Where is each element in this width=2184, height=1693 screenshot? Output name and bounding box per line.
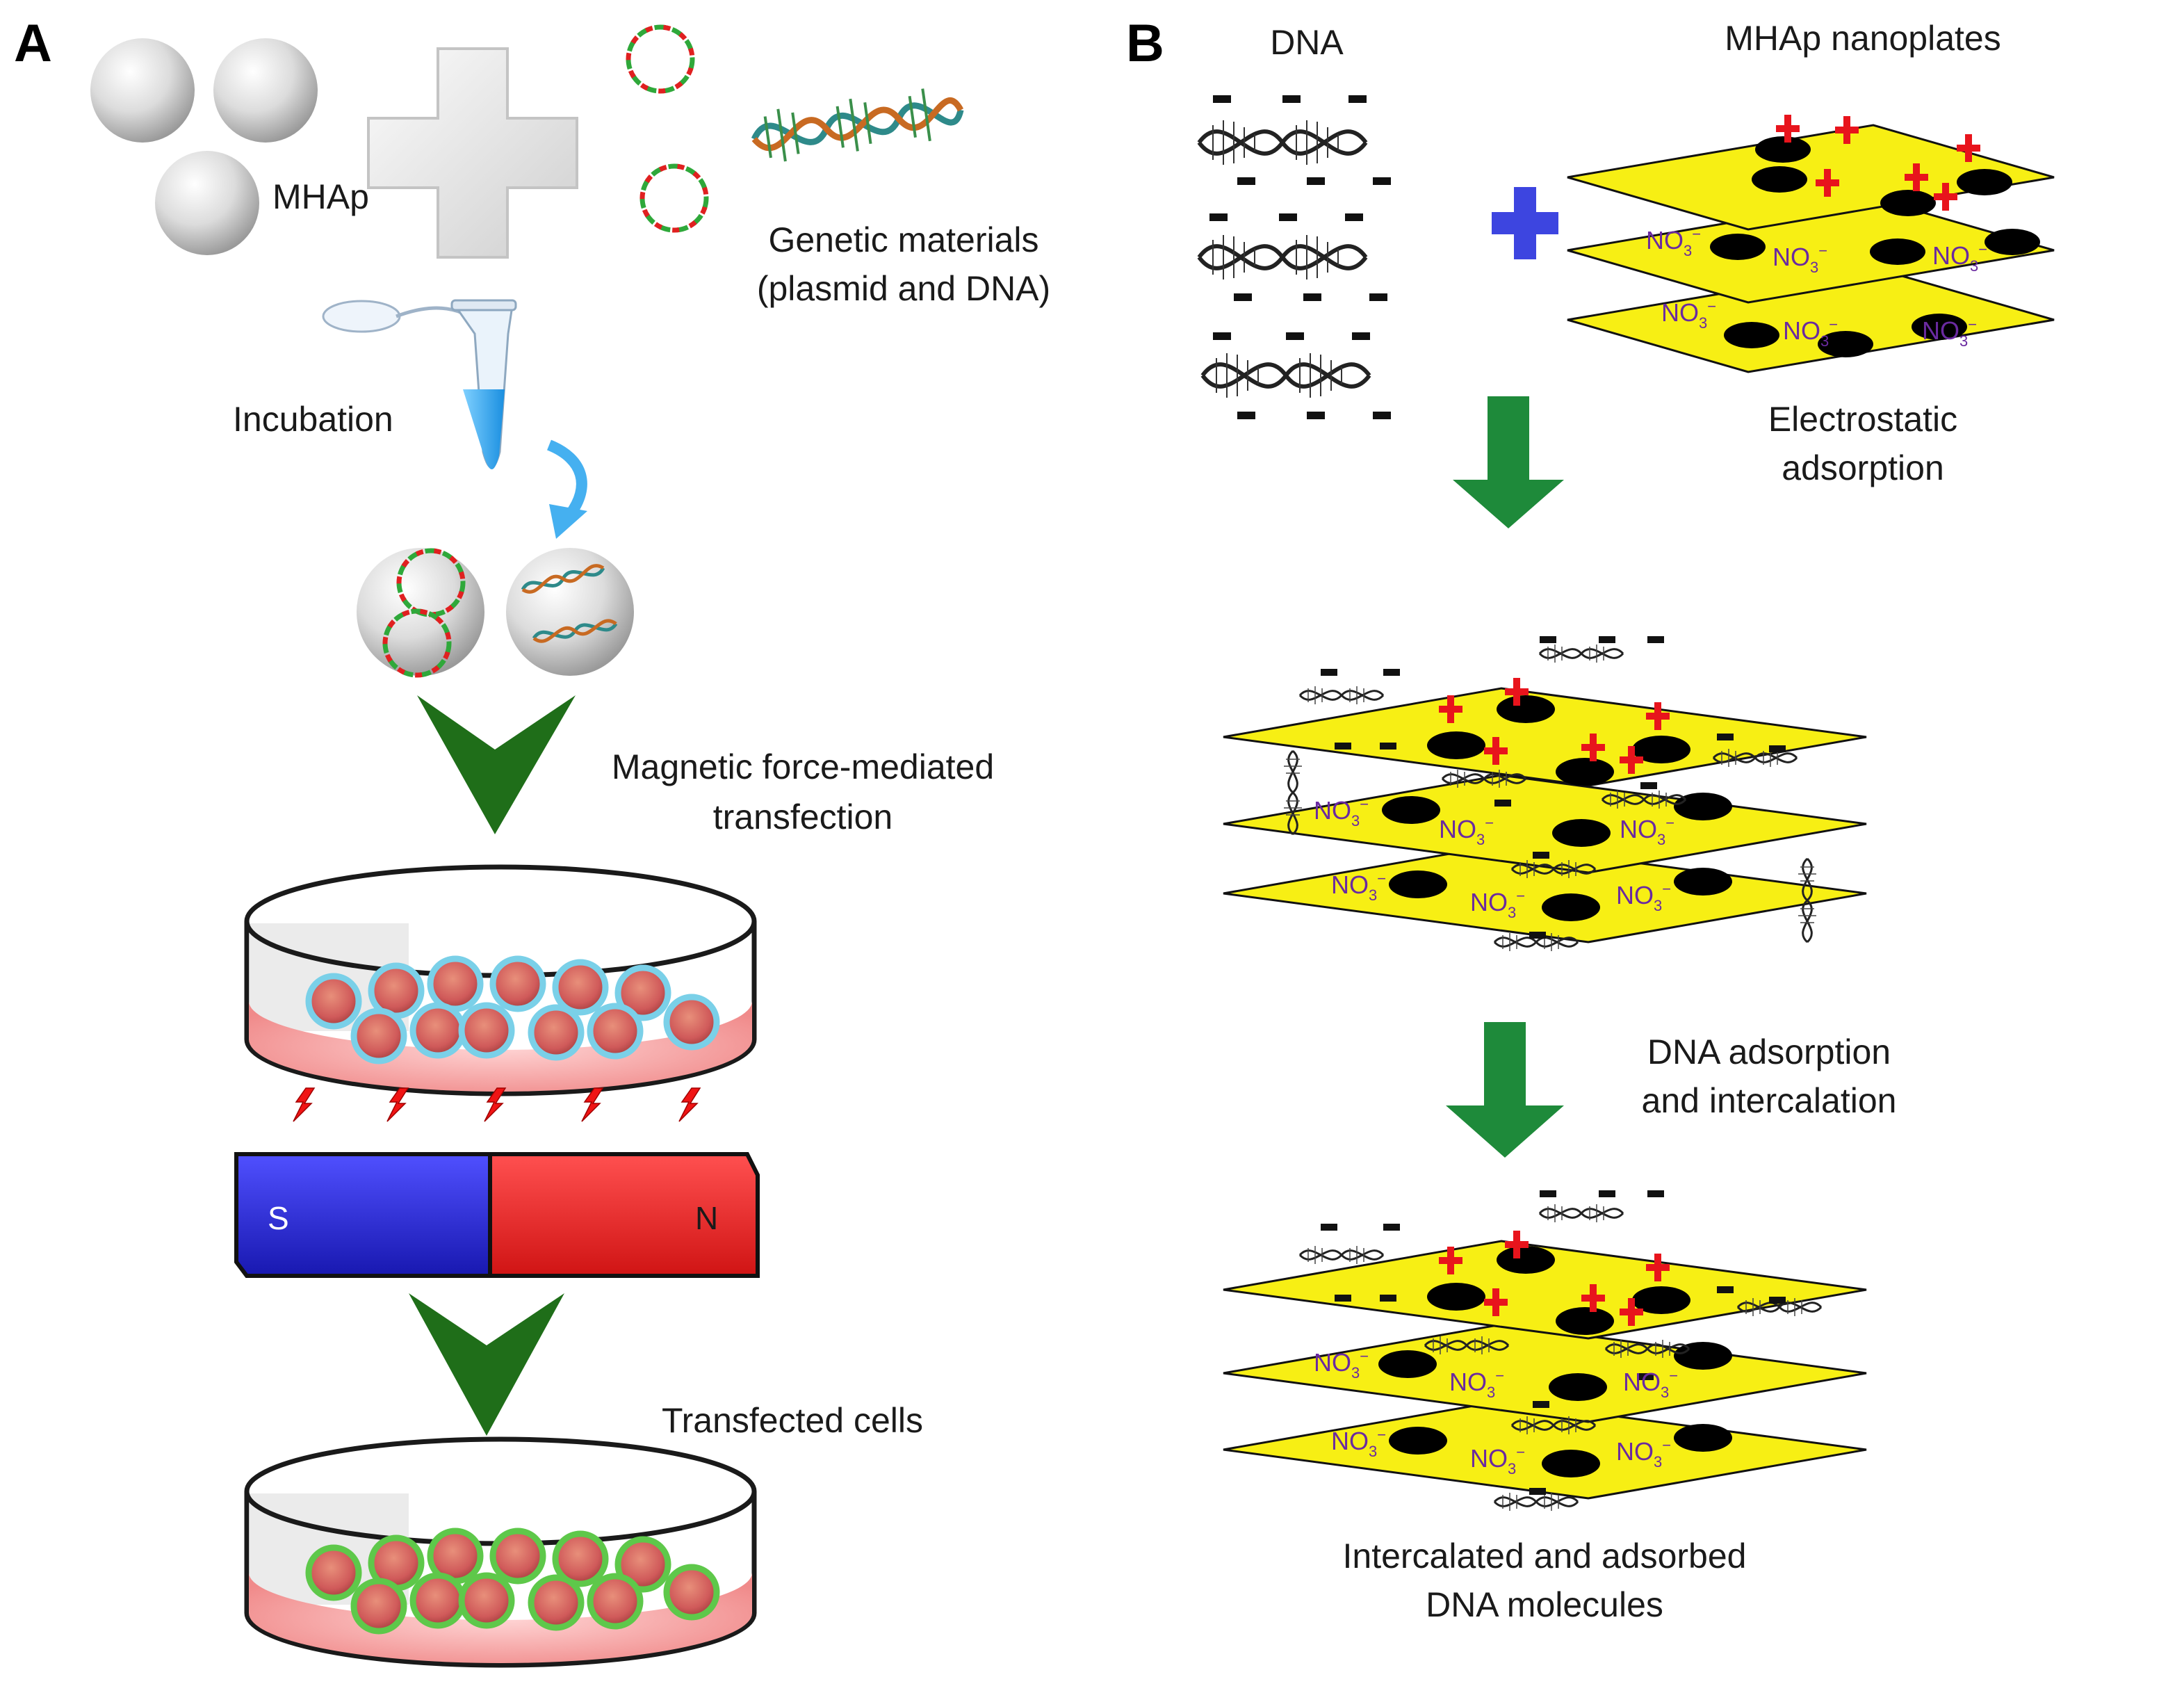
svg-text:NO3−: NO3−	[1470, 887, 1525, 921]
electrostatic-label: Electrostatic	[1768, 400, 1957, 439]
plasmid-icon	[628, 27, 692, 91]
microcentrifuge-tube-icon	[322, 299, 517, 469]
magnet-south-label: S	[268, 1200, 289, 1236]
mix-plus-icon	[367, 47, 578, 259]
svg-text:NO3−: NO3−	[1623, 1367, 1678, 1401]
final-label: Intercalated and adsorbed	[1343, 1537, 1747, 1575]
svg-text:NO3−: NO3−	[1783, 316, 1838, 350]
dna-helix-icon	[751, 88, 964, 162]
svg-text:NO3−: NO3−	[1331, 1426, 1386, 1460]
combine-plus-icon	[1492, 187, 1558, 259]
svg-text:NO3−: NO3−	[1439, 814, 1494, 848]
cell-row-before	[305, 955, 720, 1064]
magnet-north-label: N	[695, 1200, 718, 1236]
magnetic-force-icon	[293, 1087, 315, 1122]
mhap-sphere	[213, 38, 318, 143]
dna-strands-negative	[1199, 95, 1391, 419]
intercalation-sublabel: and intercalation	[1642, 1081, 1897, 1120]
nitrate-labels-adsorbed: NO3− NO3− NO3− NO3− NO3− NO3−	[1314, 795, 1674, 921]
bar-magnet	[234, 1152, 760, 1278]
svg-text:NO3−: NO3−	[1620, 814, 1674, 848]
chevron-arrow-icon	[417, 695, 576, 834]
incubation-label: Incubation	[233, 400, 393, 439]
dna-helix-icon	[532, 619, 618, 643]
svg-text:NO3−: NO3−	[1470, 1443, 1525, 1477]
svg-text:NO3−: NO3−	[1331, 870, 1386, 904]
svg-text:NO3−: NO3−	[1773, 242, 1827, 276]
genetic-materials-sublabel: (plasmid and DNA)	[757, 269, 1050, 308]
cell-row-after	[305, 1528, 720, 1635]
nitrate-labels-initial: NO3− NO3− NO3− NO3− NO3− NO3−	[1646, 225, 1987, 350]
loaded-sphere-dna	[506, 548, 634, 676]
transfected-cells-label: Transfected cells	[662, 1401, 923, 1440]
curved-arrow-head-icon	[549, 504, 587, 539]
svg-text:NO3−: NO3−	[1616, 880, 1671, 914]
chevron-arrow-icon	[409, 1293, 564, 1436]
dna-helix-icon	[521, 564, 605, 594]
nanoplate-stack-initial	[1567, 115, 2055, 373]
svg-text:NO3−: NO3−	[1449, 1367, 1504, 1401]
panel-b-letter: B	[1126, 14, 1164, 73]
plasmid-icon	[642, 166, 706, 230]
mhap-nanoplates-label: MHAp nanoplates	[1725, 19, 2000, 58]
nitrate-labels-intercalated: NO3− NO3− NO3− NO3− NO3− NO3−	[1314, 1347, 1678, 1477]
nanoplate-stack-adsorbed	[1223, 636, 1867, 953]
mhap-sphere	[155, 151, 259, 255]
svg-text:NO3−: NO3−	[1932, 241, 1987, 275]
svg-text:NO3−: NO3−	[1314, 795, 1369, 829]
magnetic-transfection-label: Magnetic force-mediated	[612, 747, 994, 786]
svg-text:NO3−: NO3−	[1314, 1347, 1369, 1382]
dna-label: DNA	[1270, 23, 1344, 62]
curved-arrow-icon	[546, 439, 587, 518]
magnetic-transfection-sublabel: transfection	[713, 797, 893, 836]
svg-text:NO3−: NO3−	[1661, 298, 1716, 332]
mhap-sphere	[90, 38, 195, 143]
mhap-label: MHAp	[272, 177, 369, 216]
svg-text:NO3−: NO3−	[1646, 225, 1701, 259]
down-arrow-icon	[1453, 396, 1564, 528]
svg-text:NO3−: NO3−	[1922, 316, 1977, 350]
final-sublabel: DNA molecules	[1426, 1585, 1663, 1624]
magnetic-force-icon	[581, 1087, 603, 1122]
panel-a-letter: A	[14, 14, 52, 73]
magnetic-force-icon	[678, 1087, 701, 1122]
magnetic-force-icon	[386, 1087, 409, 1122]
genetic-materials-label: Genetic materials	[768, 220, 1038, 259]
nanoplate-stack-intercalated	[1223, 1190, 1867, 1512]
svg-text:NO3−: NO3−	[1616, 1436, 1671, 1471]
electrostatic-sublabel: adsorption	[1782, 448, 1944, 487]
intercalation-label: DNA adsorption	[1647, 1032, 1891, 1071]
down-arrow-icon	[1446, 1022, 1564, 1158]
